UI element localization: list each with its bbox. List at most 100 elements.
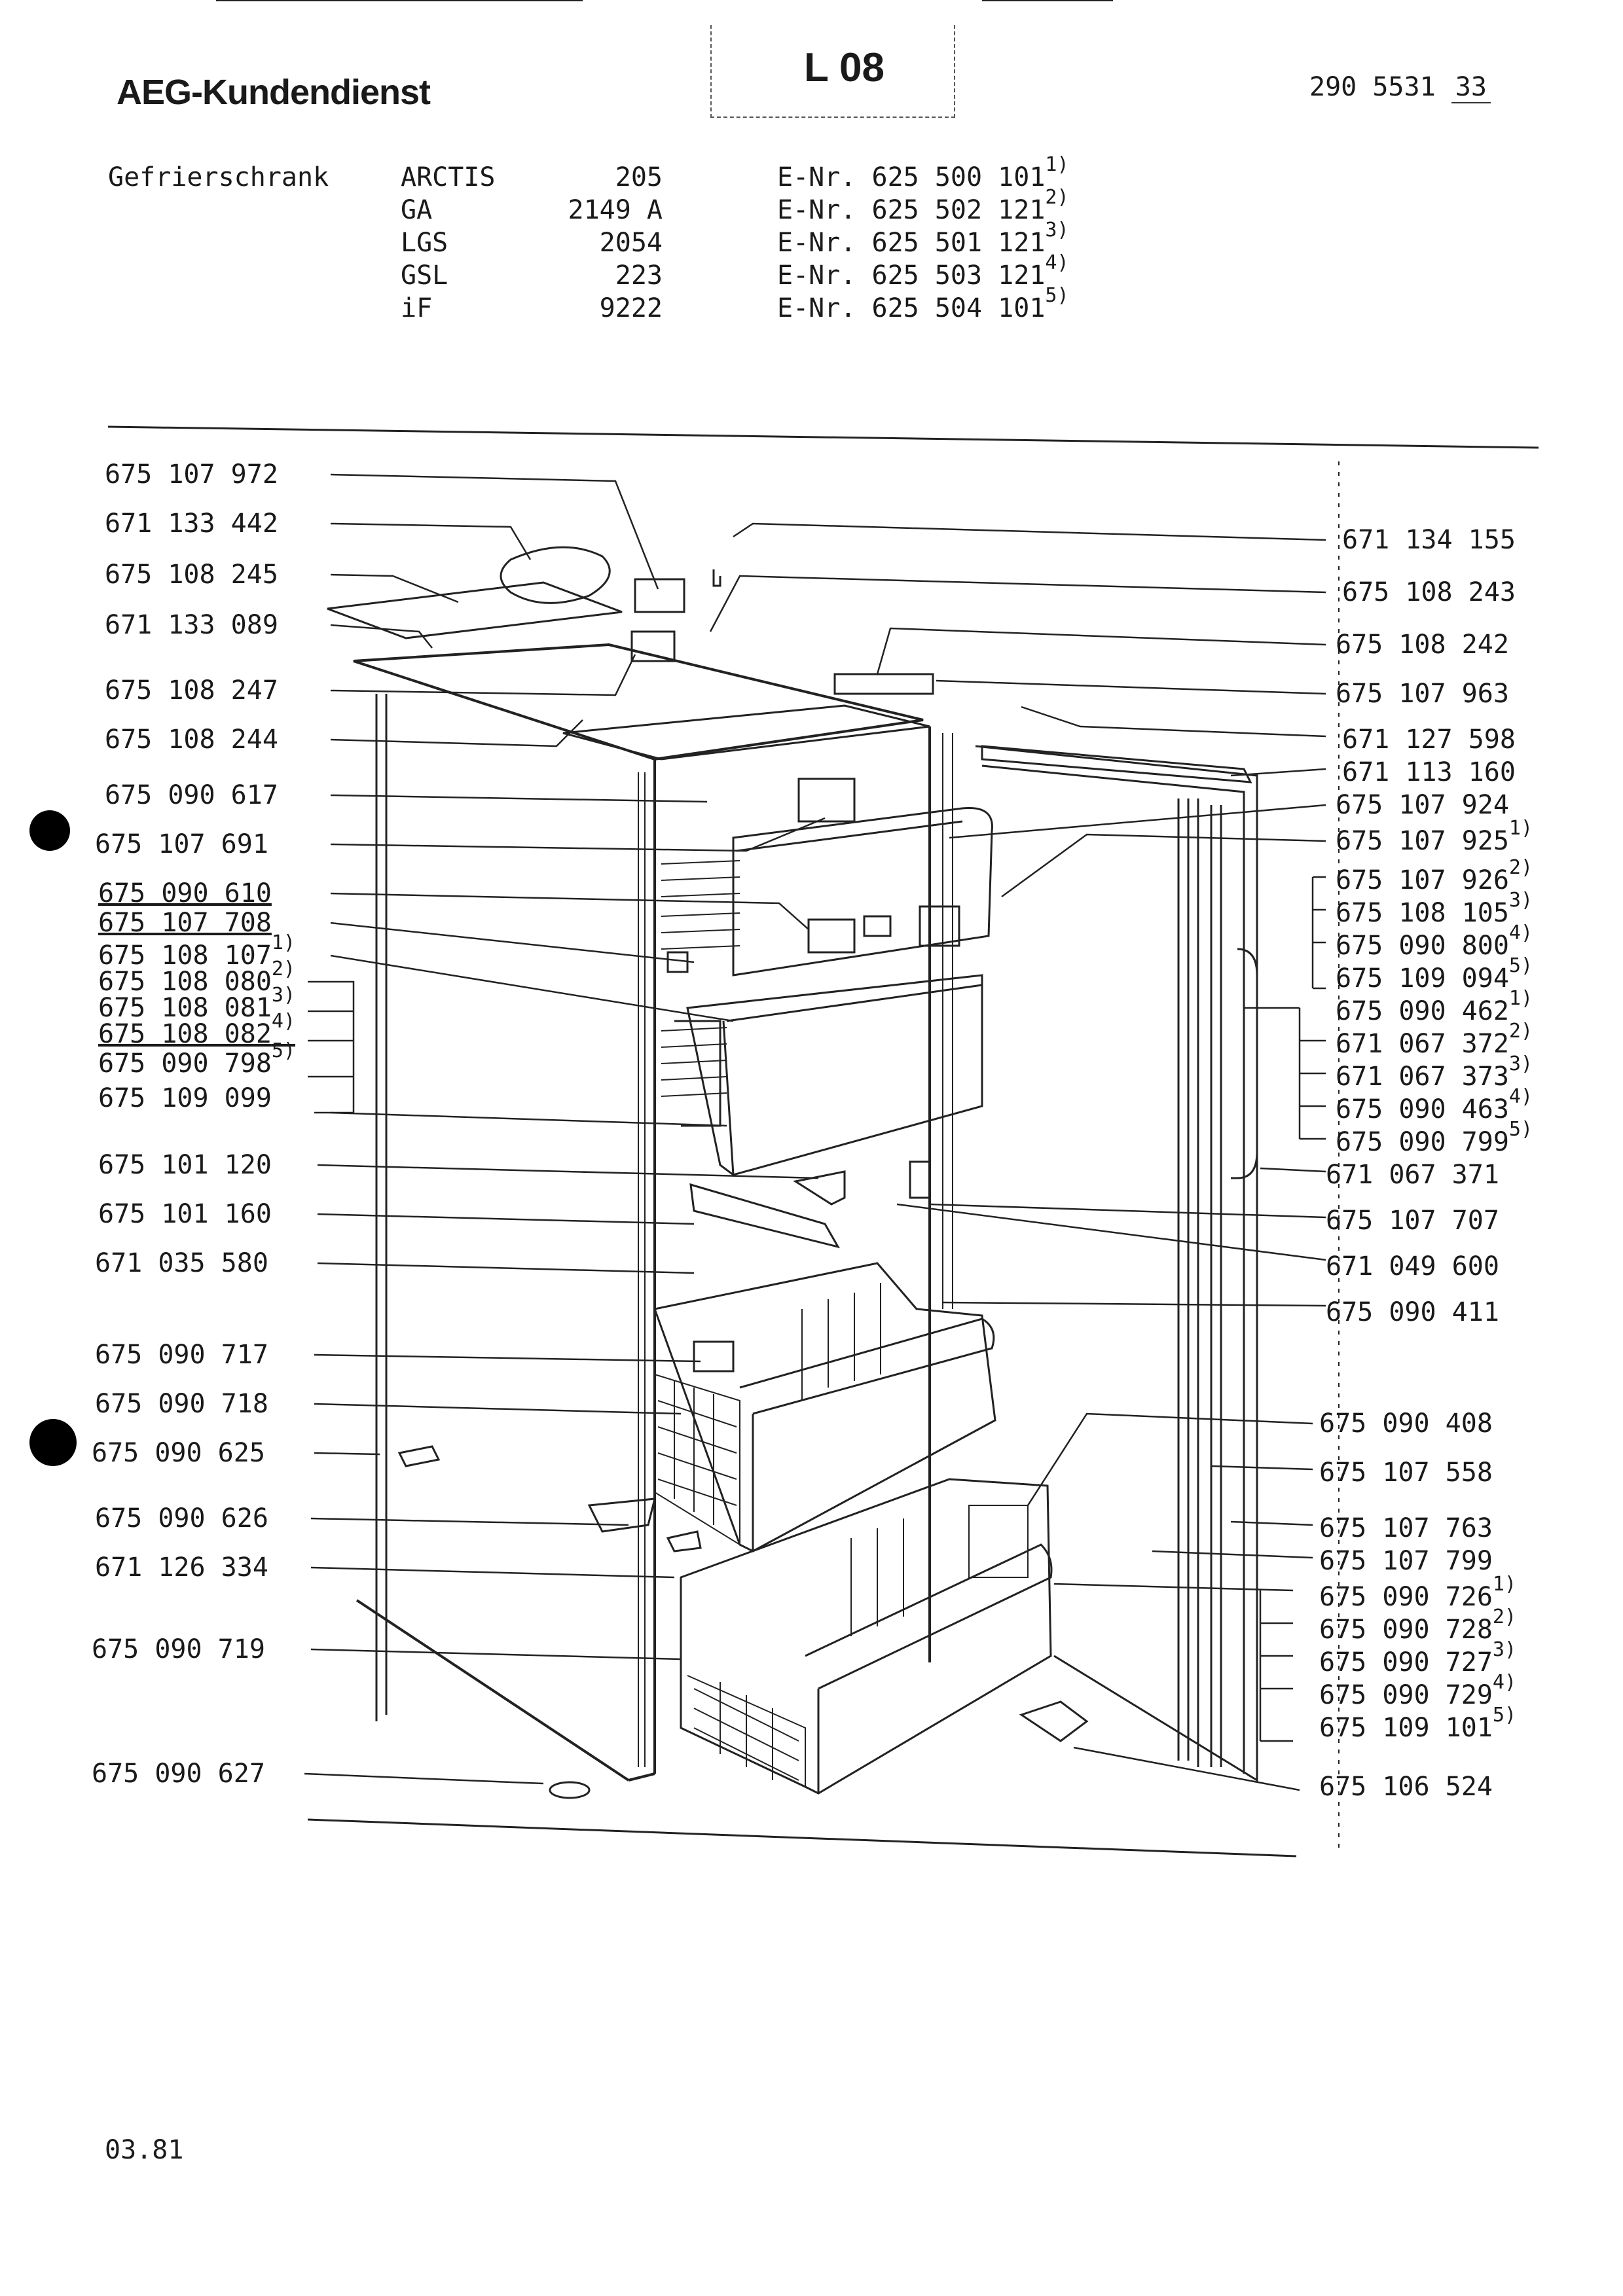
footnote-marker: 5) — [271, 1039, 296, 1062]
part-label-left: 675 090 627 — [92, 1761, 265, 1787]
model-number: 223 — [615, 260, 663, 291]
part-number: 675 109 099 — [98, 1083, 272, 1113]
leader-lines-right — [709, 522, 1326, 1791]
footnote-marker: 5) — [1492, 1704, 1517, 1727]
part-number: 675 107 799 — [1319, 1546, 1493, 1576]
part-label-left: 675 090 617 — [105, 782, 278, 808]
part-label-right: 671 049 600 — [1326, 1253, 1499, 1280]
model-number: 9222 — [599, 293, 663, 323]
part-number: 675 108 242 — [1336, 630, 1509, 660]
part-label-right: 675 090 7995) — [1336, 1120, 1533, 1157]
part-number: 671 126 334 — [95, 1552, 268, 1583]
part-label-left: 675 090 7985) — [98, 1041, 295, 1079]
part-number: 675 090 799 — [1336, 1127, 1509, 1157]
enr: E-Nr. 625 502 1212) — [777, 186, 1069, 225]
footnote-marker: 5) — [1508, 1118, 1533, 1141]
part-number: 675 090 462 — [1336, 996, 1509, 1026]
appliance-type: Gefrierschrank — [108, 162, 329, 192]
footnote-marker: 1) — [1492, 1573, 1517, 1596]
model-name: GSL — [401, 260, 448, 291]
section-rule-bottom — [307, 1818, 1297, 1857]
part-label-right: 671 134 155 — [1342, 527, 1516, 553]
shelves — [661, 860, 740, 1097]
part-label-right: 675 107 799 — [1319, 1548, 1493, 1574]
part-number: 675 108 244 — [105, 725, 278, 755]
top-rule-right — [982, 0, 1113, 1]
upper-drawer — [674, 974, 983, 1176]
part-number: 671 067 372 — [1336, 1029, 1509, 1059]
part-label-left: 675 108 1071) — [98, 933, 295, 971]
part-label-left: 671 126 334 — [95, 1554, 268, 1581]
enr-number: E-Nr. 625 501 121 — [777, 228, 1046, 258]
model-number: 2149 A — [568, 195, 663, 225]
part-label-right: 675 106 524 — [1319, 1774, 1493, 1800]
part-label-right: 675 107 963 — [1336, 681, 1509, 707]
footnote-marker: 1) — [1508, 987, 1533, 1010]
part-number: 671 035 580 — [95, 1248, 268, 1278]
footnote-marker: 1) — [271, 931, 296, 954]
upper-flap — [732, 778, 993, 977]
part-number: 671 133 442 — [105, 509, 278, 539]
part-label-left: 675 109 099 — [98, 1085, 272, 1111]
footnote-marker: 4) — [271, 1010, 296, 1033]
part-number: 671 067 373 — [1336, 1062, 1509, 1092]
top-parts — [327, 546, 1252, 783]
part-number: 675 090 627 — [92, 1759, 265, 1789]
part-number: 675 090 798 — [98, 1049, 272, 1079]
part-number: 675 107 707 — [1326, 1206, 1499, 1236]
doc-number-main: 290 5531 — [1309, 72, 1436, 102]
part-label-right: 671 067 371 — [1326, 1162, 1499, 1188]
part-label-right: 675 107 707 — [1326, 1208, 1499, 1234]
part-number: 675 107 558 — [1319, 1458, 1493, 1488]
enr-number: E-Nr. 625 502 121 — [777, 195, 1046, 225]
footnote-marker: 2) — [1508, 856, 1533, 879]
part-number: 675 107 963 — [1336, 679, 1509, 709]
part-label-right: 671 127 598 — [1342, 726, 1516, 753]
part-number: 675 090 610 — [98, 878, 272, 908]
footnote-marker: 4) — [1045, 251, 1069, 274]
part-label-right: 675 090 408 — [1319, 1410, 1493, 1437]
part-number: 675 108 105 — [1336, 898, 1509, 928]
part-number: 671 133 089 — [105, 610, 278, 640]
part-label-right: 675 090 411 — [1326, 1299, 1499, 1325]
part-label-left: 675 108 247 — [105, 677, 278, 704]
part-number: 675 090 408 — [1319, 1408, 1493, 1439]
part-number: 671 127 598 — [1342, 725, 1516, 755]
part-number: 675 107 925 — [1336, 826, 1509, 856]
part-number: 675 090 728 — [1319, 1615, 1493, 1645]
part-number: 675 107 691 — [95, 829, 268, 859]
enr-number: E-Nr. 625 504 101 — [777, 293, 1046, 323]
part-label-right: 675 090 7273) — [1319, 1640, 1516, 1677]
print-date: 03.81 — [105, 2135, 184, 2165]
model-name: ARCTIS — [401, 162, 496, 192]
model-number: 2054 — [599, 228, 663, 258]
enr: E-Nr. 625 501 1213) — [777, 219, 1069, 258]
part-number: 675 108 245 — [105, 560, 278, 590]
part-label-right: 675 107 9251) — [1336, 819, 1533, 856]
part-label-right: 675 090 8004) — [1336, 924, 1533, 960]
part-label-right: 675 107 763 — [1319, 1515, 1493, 1541]
part-number: 675 108 082 — [98, 1019, 272, 1049]
part-number: 675 107 972 — [105, 459, 278, 490]
part-label-right: 671 067 3722) — [1336, 1022, 1533, 1059]
lower-drawer — [680, 1478, 1053, 1795]
part-label-left: 675 108 0813) — [98, 986, 295, 1022]
part-label-left: 671 133 089 — [105, 612, 278, 638]
part-number: 675 090 727 — [1319, 1647, 1493, 1677]
part-number: 675 090 726 — [1319, 1582, 1493, 1612]
enr-number: E-Nr. 625 503 121 — [777, 260, 1046, 291]
middle-drawer — [653, 1262, 996, 1552]
part-number: 675 108 107 — [98, 941, 272, 971]
part-number: 675 108 243 — [1342, 577, 1516, 607]
part-number: 675 090 617 — [105, 780, 278, 810]
part-label-left: 675 107 708 — [98, 910, 272, 936]
part-number: 675 090 463 — [1336, 1094, 1509, 1124]
footnote-marker: 3) — [271, 984, 296, 1007]
part-number: 675 090 719 — [92, 1634, 265, 1664]
part-label-right: 675 107 558 — [1319, 1460, 1493, 1486]
model-number: 205 — [615, 162, 663, 192]
top-rule — [216, 0, 583, 1]
enr: E-Nr. 625 503 1214) — [777, 251, 1069, 291]
part-number: 675 101 160 — [98, 1199, 272, 1229]
part-number: 675 090 626 — [95, 1503, 268, 1534]
